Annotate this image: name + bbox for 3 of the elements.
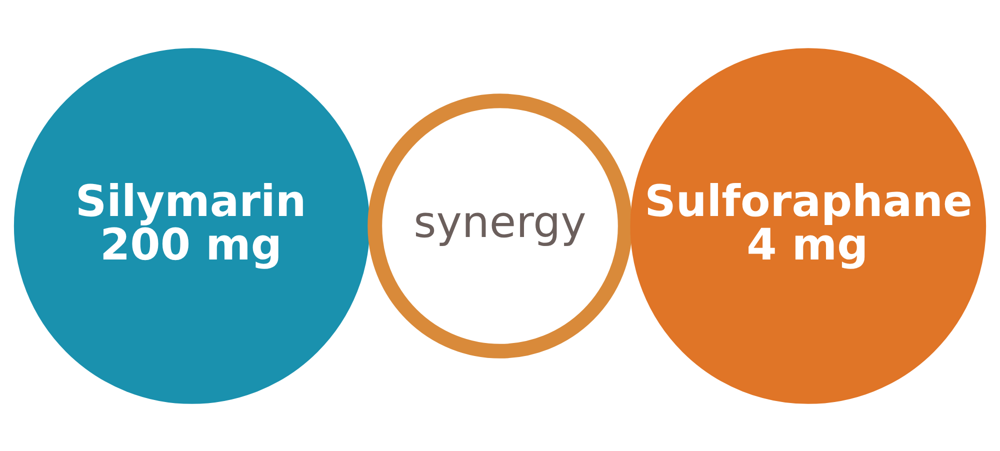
node-circle: Sulforaphane 4 mg [630,48,986,404]
node-circle: synergy [368,93,632,358]
node-circle: Silymarin 200 mg [14,48,370,404]
